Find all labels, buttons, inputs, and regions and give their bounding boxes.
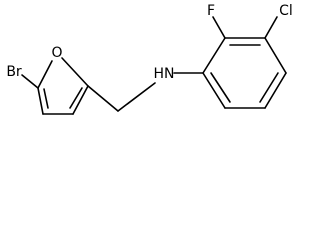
- bond-o-c2: [61, 57, 89, 87]
- bond-c5-o: [37, 60, 53, 89]
- bond-c2-f: [212, 16, 226, 39]
- benzene-ring: [202, 37, 287, 109]
- atom-label-fluorine: F: [207, 3, 215, 19]
- bond-c4-c5: [37, 87, 44, 115]
- bond-ch2-n: [117, 82, 156, 112]
- bond-c4-c5: [264, 72, 287, 109]
- atom-label-bromine: Br: [6, 64, 22, 80]
- bond-c1-c2: [202, 37, 226, 74]
- chemical-structure: Br O HN F Cl: [6, 3, 293, 115]
- atom-label-oxygen: O: [51, 45, 62, 61]
- bond-c5-br: [21, 74, 39, 89]
- bond-c4-c5-inner: [259, 72, 279, 103]
- atom-label-amine: HN: [154, 66, 175, 82]
- bond-c3-cl: [264, 16, 278, 39]
- atom-label-chlorine: Cl: [279, 3, 293, 19]
- bond-c3-c4: [264, 37, 287, 74]
- bond-c6-c1: [202, 72, 226, 109]
- bond-c4-c5-inner: [43, 88, 49, 109]
- bond-c2-c3-inner: [69, 87, 83, 109]
- bond-c2-ch2: [87, 85, 119, 112]
- furan-ring: [37, 57, 89, 115]
- bond-c6-c1-inner: [210, 72, 231, 103]
- bond-c2-c3: [72, 85, 89, 115]
